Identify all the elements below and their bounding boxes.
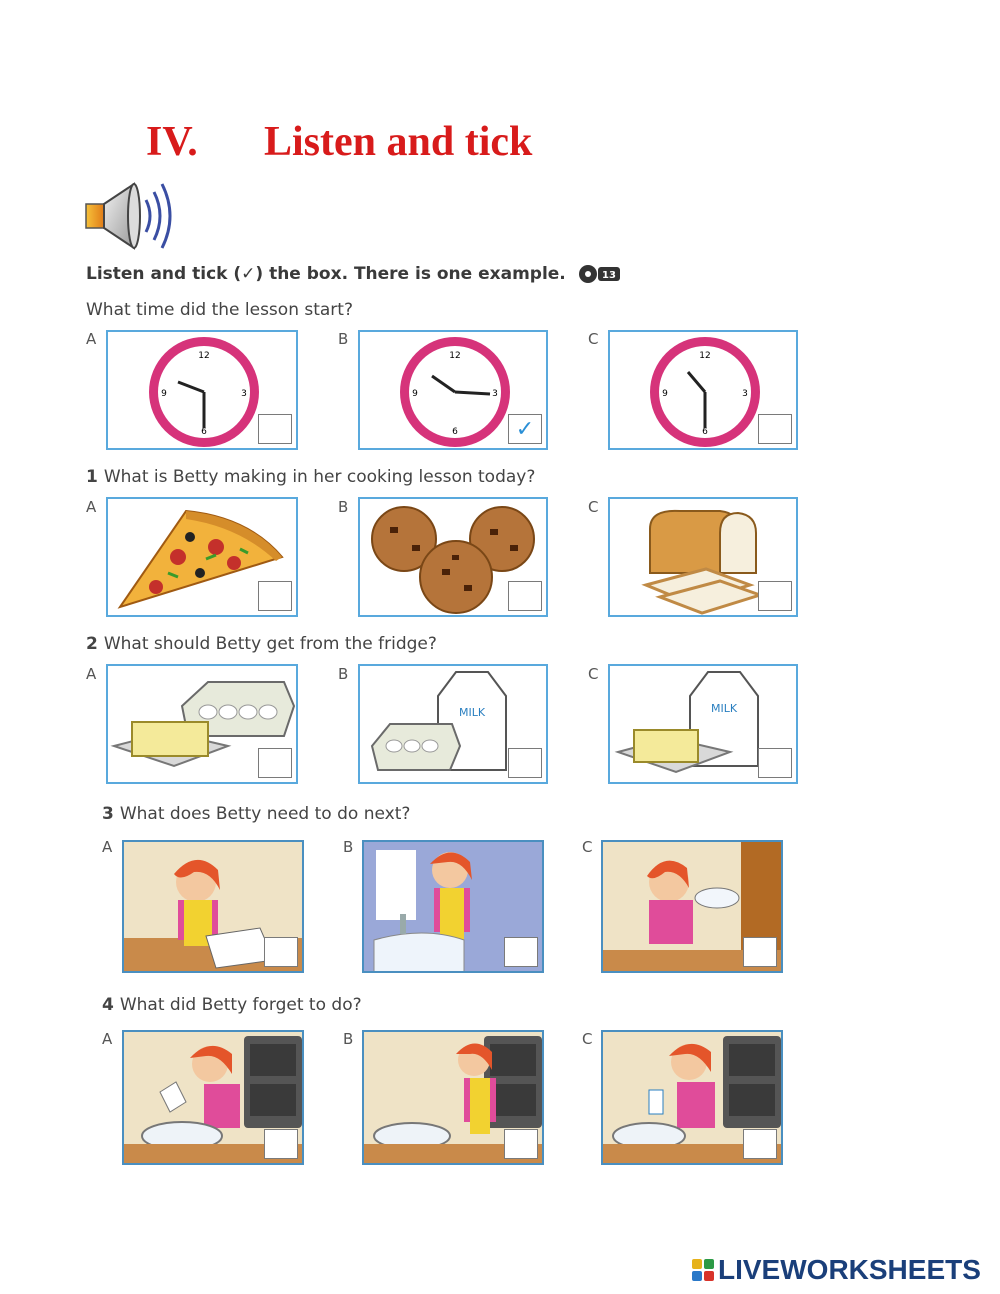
option-letter: A [86, 498, 97, 516]
picture-betty-washing-hands-b [362, 840, 544, 973]
milk-eggs-icon: MILK [370, 671, 507, 771]
question-number: 2 [86, 634, 98, 654]
picture-clock-quarter-past-ten-b: 12 3 6 9 ✓ [358, 330, 548, 450]
question-number: 3 [102, 804, 114, 824]
liveworksheets-logo: LIVEWORKSHEETS [692, 1254, 981, 1286]
tick-box[interactable] [758, 414, 792, 444]
worksheet-heading: IV. Listen and tick [146, 118, 532, 166]
tick-box[interactable] [264, 1129, 298, 1159]
option-letter: B [338, 330, 349, 348]
option-letter: C [588, 330, 599, 348]
svg-text:12: 12 [449, 351, 460, 361]
tick-box[interactable] [504, 937, 538, 967]
svg-text:MILK: MILK [711, 702, 738, 715]
tick-box[interactable] [508, 581, 542, 611]
option-letter: C [588, 665, 599, 683]
option-letter: A [86, 330, 97, 348]
option-letter: C [582, 1030, 593, 1048]
bread-icon [641, 509, 765, 615]
svg-text:MILK: MILK [459, 706, 486, 719]
tick-box[interactable] [258, 581, 292, 611]
tick-box[interactable] [264, 937, 298, 967]
svg-text:12: 12 [699, 351, 710, 361]
option-letter: A [102, 1030, 113, 1048]
svg-text:3: 3 [742, 389, 748, 399]
picture-betty-pouring-milk-a [122, 1030, 304, 1165]
tick-box[interactable] [758, 748, 792, 778]
option-letter: A [102, 838, 113, 856]
picture-butter-and-eggs-a [106, 664, 298, 784]
cookies-icon [371, 506, 535, 614]
question-text: What should Betty get from the fridge? [103, 634, 437, 654]
picture-betty-oven-on-b [362, 1030, 544, 1165]
svg-text:9: 9 [412, 389, 418, 399]
picture-milk-and-eggs-b: MILK [358, 664, 548, 784]
heading-text: Listen and tick [264, 119, 533, 165]
tick-box[interactable] [508, 748, 542, 778]
question-number: 1 [86, 467, 98, 487]
speaker-icon[interactable] [82, 178, 177, 253]
option-letter: B [338, 665, 349, 683]
question-text: What time did the lesson start? [86, 300, 353, 320]
picture-betty-adding-sugar-c [601, 1030, 783, 1165]
heading-number: IV. [146, 119, 198, 165]
picture-cookies-b [358, 497, 548, 617]
question-text: What is Betty making in her cooking less… [103, 467, 536, 487]
picture-pizza-a [106, 497, 298, 617]
question-text: What does Betty need to do next? [119, 804, 411, 824]
betty-reading-icon [124, 842, 302, 971]
betty-pouring-icon [124, 1032, 302, 1163]
picture-betty-getting-bowl-c [601, 840, 783, 973]
option-letter: B [343, 838, 354, 856]
tick-box[interactable]: ✓ [508, 414, 542, 444]
svg-text:12: 12 [198, 351, 209, 361]
cd-track-number: 13 [602, 270, 616, 281]
question-number: 4 [102, 995, 114, 1015]
option-letter: C [588, 498, 599, 516]
tick-box[interactable] [258, 748, 292, 778]
svg-text:9: 9 [662, 389, 668, 399]
pizza-icon [117, 509, 284, 609]
picture-clock-half-past-seven-a: 12 3 6 9 [106, 330, 298, 450]
butter-eggs-icon [110, 681, 296, 768]
svg-text:3: 3 [492, 389, 498, 399]
clock-icon: 12 3 6 9 [149, 337, 259, 447]
instruction-text: Listen and tick (✓) the box. There is on… [86, 264, 566, 284]
tick-box[interactable] [258, 414, 292, 444]
tick-box[interactable] [504, 1129, 538, 1159]
picture-butter-and-milk-c: MILK [608, 664, 798, 784]
clock-icon: 12 3 6 9 [650, 337, 760, 447]
svg-text:6: 6 [452, 427, 458, 437]
svg-text:6: 6 [702, 427, 708, 437]
svg-text:6: 6 [201, 427, 207, 437]
svg-text:3: 3 [241, 389, 247, 399]
instruction-line: Listen and tick (✓) the box. There is on… [86, 264, 622, 284]
option-letter: C [582, 838, 593, 856]
tick-mark: ✓ [515, 416, 535, 442]
betty-bowl-icon [603, 842, 781, 971]
svg-text:9: 9 [161, 389, 167, 399]
question-text: What did Betty forget to do? [119, 995, 362, 1015]
tick-box[interactable] [743, 1129, 777, 1159]
clock-icon: 12 3 6 9 [400, 337, 510, 447]
butter-milk-icon: MILK [614, 671, 759, 774]
question-example: What time did the lesson start? [86, 300, 353, 320]
picture-betty-reading-recipe-a [122, 840, 304, 973]
option-letter: A [86, 665, 97, 683]
tick-box[interactable] [743, 937, 777, 967]
tick-box[interactable] [758, 581, 792, 611]
option-letter: B [338, 498, 349, 516]
picture-clock-half-past-ten-c: 12 3 6 9 [608, 330, 798, 450]
cd-track-icon: 13 [578, 265, 620, 283]
brand-text: LIVEWORKSHEETS [718, 1254, 981, 1285]
option-letter: B [343, 1030, 354, 1048]
picture-bread-c [608, 497, 798, 617]
logo-grid-icon [692, 1259, 714, 1281]
